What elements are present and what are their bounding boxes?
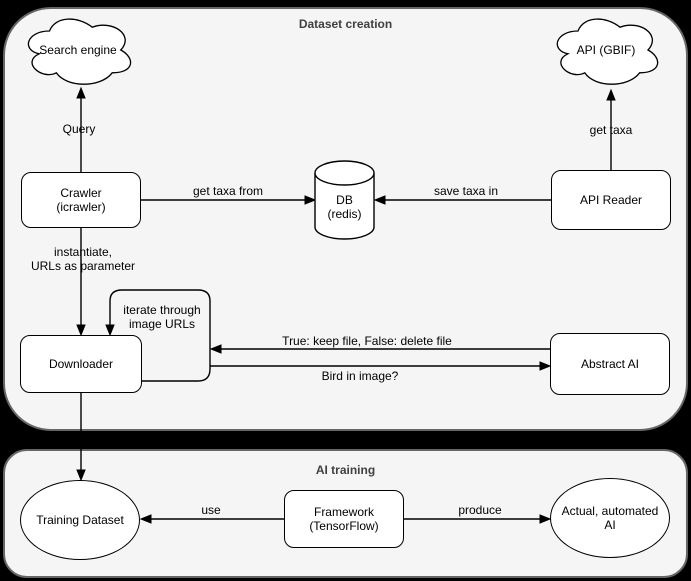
edge-dataset-feed-arrowhead [76,469,86,482]
container-title-ai-training: AI training [315,463,376,477]
node-actual-ai: Actual, automated AI [550,478,670,558]
node-search-engine: Search engine [21,12,135,88]
edge-label-produce: produce [458,503,502,518]
edge-label-bird-in-image: Bird in image? [321,369,399,384]
edge-save-taxa-in-arrowhead [373,195,386,205]
edge-bird-arrowhead [539,361,552,371]
node-crawler: Crawler (icrawler) [21,172,141,228]
edge-label-get-taxa: get taxa [589,123,633,138]
node-abstract-ai: Abstract AI [550,333,670,395]
node-training-dataset: Training Dataset [20,480,140,560]
edge-keep-delete-arrowhead [209,344,222,354]
edge-get-taxa-arrowhead [606,88,616,101]
cylinder-shape [314,160,375,240]
edge-instantiate-arrowhead [76,324,86,337]
edge-label-save-taxa-in: save taxa in [433,184,499,199]
cloud-shape [556,18,659,85]
node-db-label: DB (redis) [327,192,362,221]
edge-iterate-arrowhead [105,324,115,337]
node-api-reader: API Reader [551,170,671,230]
node-downloader: Downloader [20,335,142,393]
edge-label-use: use [201,503,221,518]
edge-label-get-taxa-from: get taxa from [192,184,264,199]
edge-iterate-loop [109,289,211,382]
node-search-engine-label: Search engine [39,42,117,57]
node-db: DB (redis) [314,160,375,240]
edge-query-arrowhead [76,86,86,99]
node-api-gbif-label: API (GBIF) [576,42,636,57]
cloud-shape [27,18,132,85]
edge-label-keep-delete: True: keep file, False: delete file [282,334,452,349]
edge-label-query: Query [62,122,96,137]
node-framework: Framework (TensorFlow) [284,490,404,548]
edge-get-taxa-from-arrowhead [304,195,317,205]
node-api-gbif: API (GBIF) [550,12,662,88]
edge-label-iterate: iterate through image URLs [123,303,201,331]
edge-use-arrowhead [139,514,152,524]
edge-label-instantiate: instantiate, URLs as parameter [30,245,136,273]
container-title-dataset-creation: Dataset creation [298,17,393,31]
edge-produce-arrowhead [539,514,552,524]
